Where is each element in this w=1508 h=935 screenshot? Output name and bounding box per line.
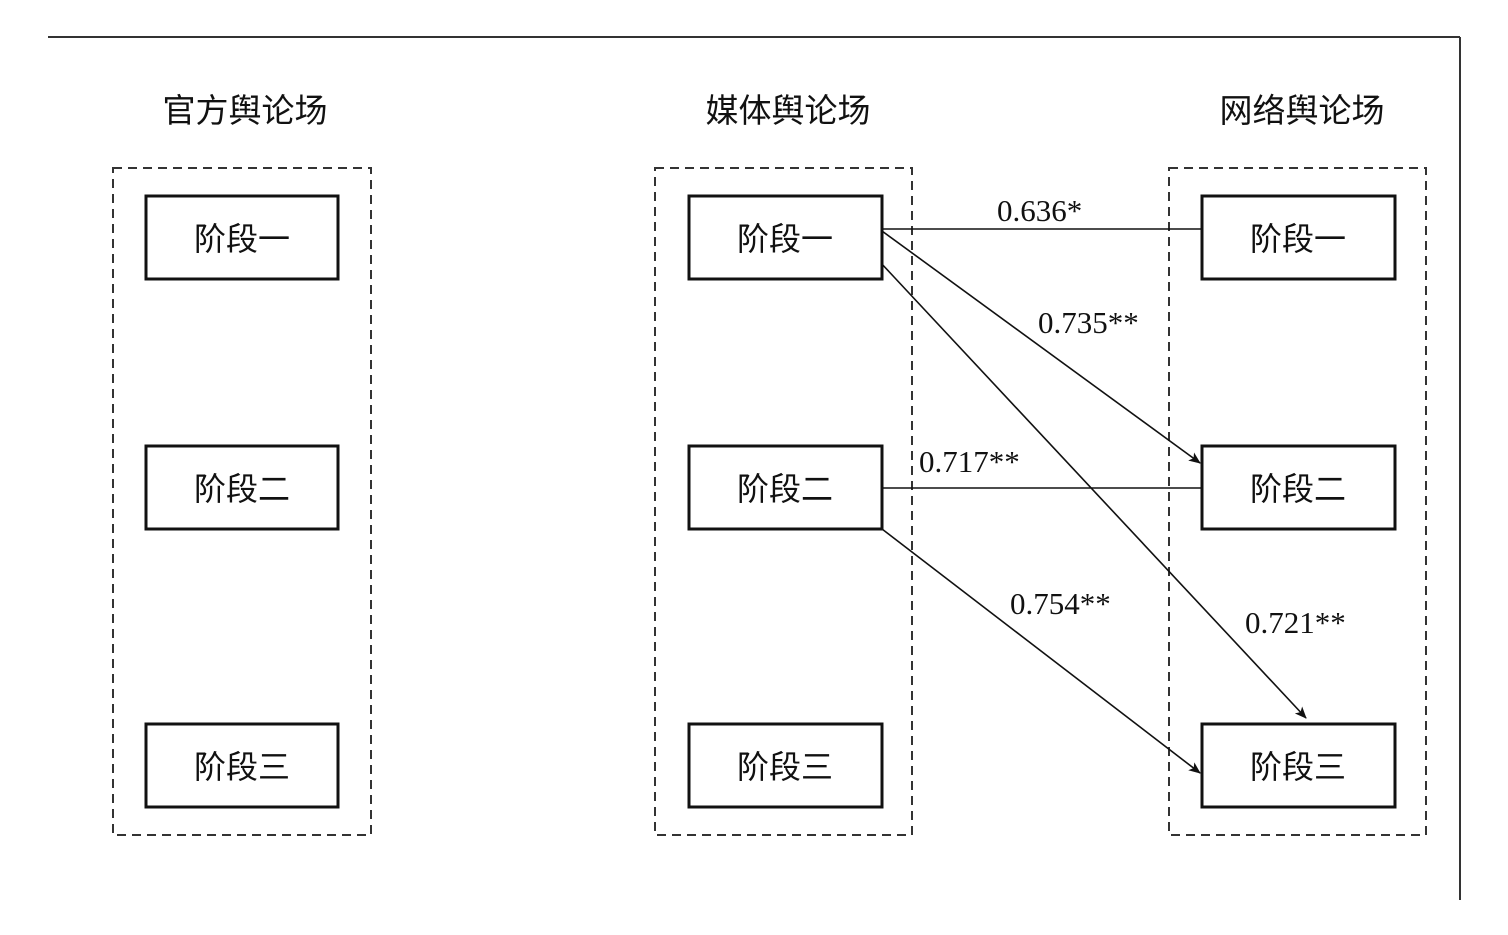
group-frame-official [112, 167, 372, 836]
media-stage-2: 阶段二 [687, 444, 884, 531]
stage-box [144, 722, 340, 809]
stage-label: 阶段三 [194, 748, 290, 786]
stage-label: 阶段二 [1250, 470, 1346, 508]
official-stage-1: 阶段一 [144, 194, 340, 281]
link-media-0-to-network-2 [879, 261, 1307, 719]
stage-box [687, 194, 884, 281]
stage-box [1200, 444, 1397, 531]
network-stage-1: 阶段一 [1200, 194, 1397, 281]
media-stage-1: 阶段一 [687, 194, 884, 281]
official-stage-3: 阶段三 [144, 722, 340, 809]
stage-label: 阶段一 [194, 220, 290, 258]
field-title-official: 官方舆论场 [163, 91, 328, 130]
field-title-network: 网络舆论场 [1220, 91, 1385, 130]
coefficient-label: 0.735** [1038, 305, 1139, 340]
stage-label: 阶段二 [194, 470, 290, 508]
stage-label: 阶段三 [737, 748, 833, 786]
stage-label: 阶段二 [737, 470, 833, 508]
stage-box [687, 444, 884, 531]
stage-label: 阶段三 [1250, 748, 1346, 786]
coefficient-label: 0.721** [1245, 605, 1346, 640]
group-frame-media [654, 167, 913, 836]
link-media-1-to-network-2 [881, 528, 1201, 774]
coefficient-label: 0.636* [997, 193, 1082, 228]
stage-box [1200, 194, 1397, 281]
stage-label: 阶段一 [1250, 220, 1346, 258]
official-stage-2: 阶段二 [144, 444, 340, 531]
labels-layer: 0.636* 0.735** 0.721** 0.717** 0.754** [919, 193, 1346, 640]
media-stage-3: 阶段三 [687, 722, 884, 809]
stage-box [1200, 722, 1397, 809]
coefficient-label: 0.754** [1010, 586, 1111, 621]
group-frame-network [1168, 167, 1427, 836]
field-title-media: 媒体舆论场 [706, 91, 871, 130]
network-stage-2: 阶段二 [1200, 444, 1397, 531]
stage-label: 阶段一 [737, 220, 833, 258]
stage-box [144, 194, 340, 281]
network-stage-3: 阶段三 [1200, 722, 1397, 809]
links-layer [879, 228, 1307, 774]
coefficient-label: 0.717** [919, 444, 1020, 479]
stage-box [144, 444, 340, 531]
link-media-0-to-network-1 [881, 230, 1201, 464]
stage-box [687, 722, 884, 809]
